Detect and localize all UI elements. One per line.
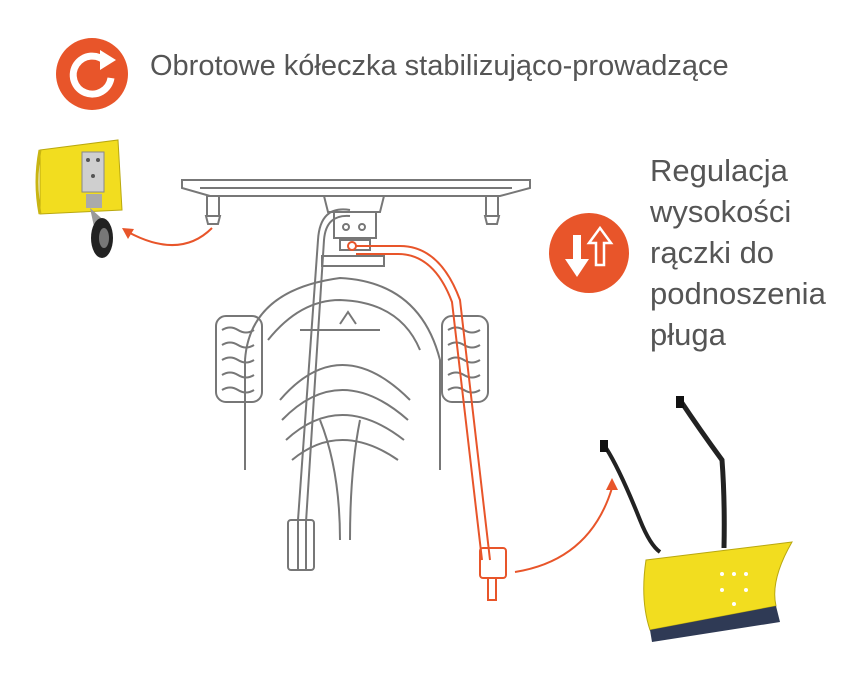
up-down-arrows-glyph	[565, 225, 614, 277]
height-adjust-line-3: rączki do	[650, 235, 775, 270]
plow-frame-outline	[181, 179, 531, 571]
rotate-arrow-icon	[56, 38, 128, 110]
adjustable-handle	[347, 241, 507, 601]
snow-plow-image	[600, 396, 793, 642]
height-adjust-line-4: podnoszenia	[650, 276, 826, 311]
caster-wheel-image	[35, 139, 123, 258]
up-down-arrows-icon	[549, 213, 629, 293]
page-title: Obrotowe kółeczka stabilizująco-prowadzą…	[150, 50, 729, 82]
height-adjust-line-1: Regulacja	[650, 153, 788, 188]
height-adjust-line-5: pługa	[650, 317, 726, 352]
height-adjust-label: Regulacja wysokości rączki do podnoszeni…	[650, 150, 826, 355]
rotate-arrow-glyph	[69, 50, 116, 98]
height-adjust-line-2: wysokości	[650, 194, 792, 229]
